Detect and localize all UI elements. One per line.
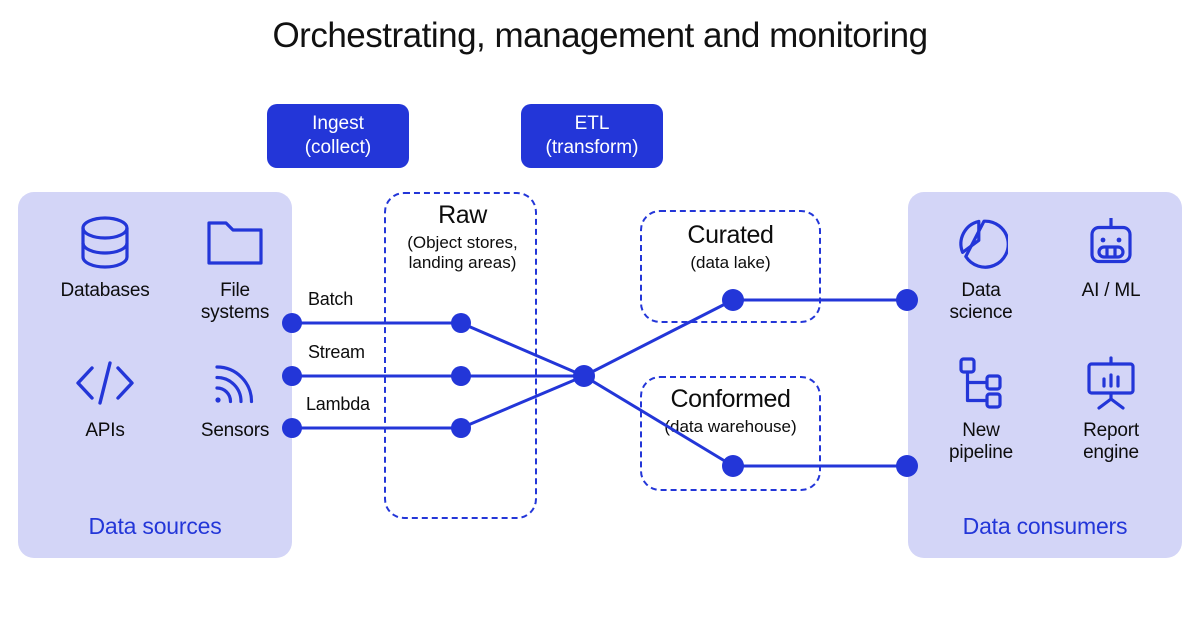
database-icon — [77, 212, 133, 274]
node-consumer-conformed[interactable] — [896, 455, 918, 477]
source-item-file-systems-label: File systems — [200, 280, 270, 324]
flow-label-batch: Batch — [308, 289, 354, 309]
consumer-item-new-pipeline[interactable]: New pipeline — [916, 352, 1046, 465]
consumer-item-data-science-label: Data science — [949, 280, 1013, 324]
flow-label-lambda: Lambda — [306, 394, 370, 414]
node-consumer-curated[interactable] — [896, 289, 918, 311]
pipeline-tree-icon — [956, 352, 1006, 414]
consumer-item-report-engine[interactable]: Report engine — [1046, 352, 1176, 465]
node-source-stream[interactable] — [282, 366, 302, 386]
source-item-apis[interactable]: APIs — [40, 352, 170, 442]
node-raw-stream[interactable] — [451, 366, 471, 386]
consumer-item-new-pipeline-label: New pipeline — [949, 420, 1013, 464]
panel-data-consumers-title: Data consumers — [962, 513, 1128, 539]
flow-label-stream: Stream — [308, 342, 365, 362]
panel-data-sources: Databases File systems APIs — [18, 192, 292, 558]
badge-etl[interactable]: ETL (transform) — [521, 104, 663, 168]
edge-raw-batch-to-hub — [460, 321, 585, 378]
node-conformed[interactable] — [722, 455, 744, 477]
badge-etl-line2: (transform) — [545, 137, 639, 158]
node-source-batch[interactable] — [282, 313, 302, 333]
presentation-chart-icon — [1084, 352, 1138, 414]
node-etl-hub[interactable] — [573, 365, 595, 387]
consumer-item-ai-ml-label: AI / ML — [1081, 280, 1141, 301]
edge-hub-to-curated — [583, 298, 734, 378]
edge-hub-to-conformed — [583, 374, 734, 468]
source-item-apis-label: APIs — [85, 420, 125, 441]
folder-icon — [206, 212, 264, 274]
pie-chart-icon — [954, 212, 1008, 274]
consumer-item-data-science[interactable]: Data science — [916, 212, 1046, 325]
source-item-file-systems[interactable]: File systems — [170, 212, 300, 325]
node-raw-lambda[interactable] — [451, 418, 471, 438]
source-item-databases[interactable]: Databases — [40, 212, 170, 302]
signal-waves-icon — [209, 352, 261, 414]
badge-ingest-line1: Ingest — [312, 112, 364, 134]
badge-ingest-line2: (collect) — [304, 137, 372, 158]
panel-data-sources-title: Data sources — [88, 513, 222, 539]
consumer-item-report-engine-label: Report engine — [1083, 420, 1139, 464]
code-brackets-icon — [73, 352, 137, 414]
node-curated[interactable] — [722, 289, 744, 311]
page-title: Orchestrating, management and monitoring — [272, 16, 928, 55]
node-source-lambda[interactable] — [282, 418, 302, 438]
robot-icon — [1084, 212, 1138, 274]
source-item-sensors-label: Sensors — [200, 420, 270, 441]
edge-raw-lambda-to-hub — [460, 374, 585, 430]
source-item-databases-label: Databases — [60, 280, 150, 301]
consumer-item-ai-ml[interactable]: AI / ML — [1046, 212, 1176, 302]
panel-data-consumers: Data science AI / ML — [908, 192, 1182, 558]
badge-etl-line1: ETL — [574, 112, 610, 134]
source-item-sensors[interactable]: Sensors — [170, 352, 300, 442]
badge-ingest[interactable]: Ingest (collect) — [267, 104, 409, 168]
node-raw-batch[interactable] — [451, 313, 471, 333]
